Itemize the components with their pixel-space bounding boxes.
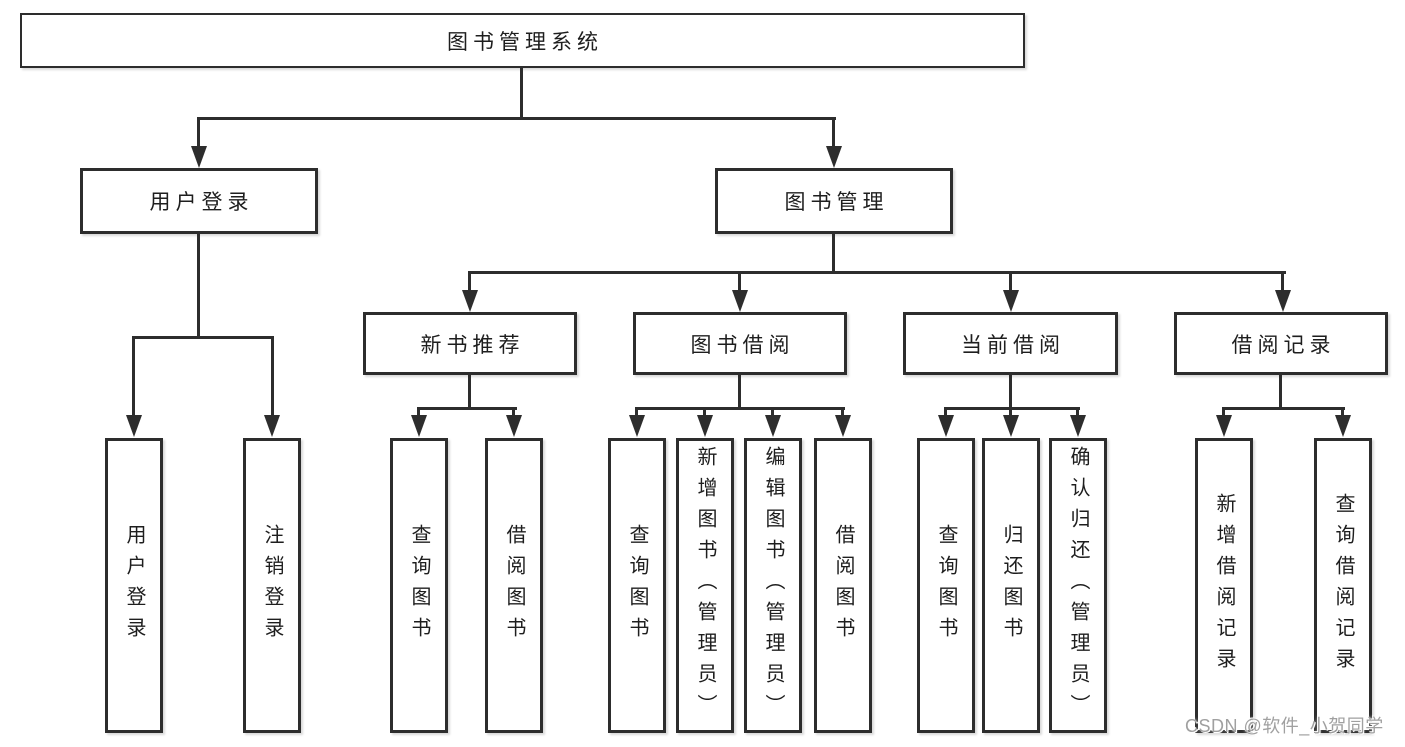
node-book-borrow-label: 图书借阅 xyxy=(690,333,795,357)
arrowhead-down-icon xyxy=(411,415,427,437)
node-leaf-query-books-1: 查询图书 xyxy=(390,438,448,733)
connector-vline xyxy=(271,336,274,417)
node-leaf-user-login-label: 用户登录 xyxy=(123,523,145,648)
arrowhead-down-icon xyxy=(629,415,645,437)
arrowhead-down-icon xyxy=(1335,415,1351,437)
connector-vline xyxy=(1279,375,1282,410)
connector-vline xyxy=(1281,271,1284,292)
arrowhead-down-icon xyxy=(1070,415,1086,437)
node-new-book-recommend: 新书推荐 xyxy=(363,312,577,375)
arrowhead-down-icon xyxy=(1216,415,1232,437)
connector-vline xyxy=(738,375,741,410)
arrowhead-down-icon xyxy=(1275,290,1291,312)
connector-vline xyxy=(417,407,420,419)
node-leaf-return-books: 归还图书 xyxy=(982,438,1040,733)
node-leaf-confirm-return-admin-label: 确认归还（管理员） xyxy=(1067,446,1089,725)
connector-vline xyxy=(520,68,523,119)
node-leaf-query-books-3: 查询图书 xyxy=(917,438,975,733)
node-root-label: 图书管理系统 xyxy=(447,30,603,54)
connector-hline xyxy=(417,407,517,410)
node-borrow-record: 借阅记录 xyxy=(1174,312,1388,375)
connector-hline xyxy=(132,336,274,339)
node-leaf-edit-books-admin-label: 编辑图书（管理员） xyxy=(762,446,784,725)
arrowhead-down-icon xyxy=(826,146,842,168)
connector-hline xyxy=(944,407,1080,410)
connector-vline xyxy=(703,407,706,419)
connector-hline xyxy=(468,271,1286,274)
connector-vline xyxy=(832,117,835,148)
node-leaf-user-login: 用户登录 xyxy=(105,438,163,733)
connector-vline xyxy=(1009,407,1012,419)
connector-vline xyxy=(635,407,638,419)
arrowhead-down-icon xyxy=(126,415,142,437)
node-leaf-query-books-2: 查询图书 xyxy=(608,438,666,733)
arrowhead-down-icon xyxy=(1003,290,1019,312)
node-leaf-query-books-1-label: 查询图书 xyxy=(408,523,430,648)
arrowhead-down-icon xyxy=(697,415,713,437)
node-book-management-label: 图书管理 xyxy=(784,191,889,214)
node-user-login-label: 用户登录 xyxy=(149,191,254,214)
connector-vline xyxy=(512,407,515,419)
connector-vline xyxy=(468,375,471,410)
arrowhead-down-icon xyxy=(506,415,522,437)
node-leaf-add-borrow-record-label: 新增借阅记录 xyxy=(1213,492,1235,679)
node-current-borrow: 当前借阅 xyxy=(903,312,1118,375)
arrowhead-down-icon xyxy=(191,146,207,168)
node-leaf-query-books-2-label: 查询图书 xyxy=(626,523,648,648)
node-leaf-borrow-books-1-label: 借阅图书 xyxy=(503,523,525,648)
node-new-book-recommend-label: 新书推荐 xyxy=(420,333,525,357)
connector-vline xyxy=(197,234,200,339)
connector-vline xyxy=(1009,375,1012,410)
arrowhead-down-icon xyxy=(765,415,781,437)
node-leaf-confirm-return-admin: 确认归还（管理员） xyxy=(1049,438,1107,733)
node-leaf-logout: 注销登录 xyxy=(243,438,301,733)
connector-vline xyxy=(841,407,844,419)
node-root: 图书管理系统 xyxy=(20,13,1025,68)
connector-vline xyxy=(1076,407,1079,419)
arrowhead-down-icon xyxy=(732,290,748,312)
node-leaf-logout-label: 注销登录 xyxy=(261,523,283,648)
arrowhead-down-icon xyxy=(938,415,954,437)
node-leaf-query-borrow-record-label: 查询借阅记录 xyxy=(1332,492,1354,679)
node-leaf-return-books-label: 归还图书 xyxy=(1000,523,1022,648)
connector-hline xyxy=(1222,407,1345,410)
node-book-borrow: 图书借阅 xyxy=(633,312,847,375)
connector-vline xyxy=(738,271,741,292)
node-leaf-add-books-admin-label: 新增图书（管理员） xyxy=(694,446,716,725)
node-leaf-add-books-admin: 新增图书（管理员） xyxy=(676,438,734,733)
arrowhead-down-icon xyxy=(462,290,478,312)
node-leaf-borrow-books-1: 借阅图书 xyxy=(485,438,543,733)
node-leaf-borrow-books-2: 借阅图书 xyxy=(814,438,872,733)
node-leaf-edit-books-admin: 编辑图书（管理员） xyxy=(744,438,802,733)
connector-vline xyxy=(771,407,774,419)
node-current-borrow-label: 当前借阅 xyxy=(961,333,1065,357)
node-leaf-borrow-books-2-label: 借阅图书 xyxy=(832,523,854,648)
node-leaf-query-borrow-record: 查询借阅记录 xyxy=(1314,438,1372,733)
connector-vline xyxy=(944,407,947,419)
connector-vline xyxy=(197,117,200,148)
node-leaf-add-borrow-record: 新增借阅记录 xyxy=(1195,438,1253,733)
arrowhead-down-icon xyxy=(264,415,280,437)
connector-hline xyxy=(198,117,836,120)
node-leaf-query-books-3-label: 查询图书 xyxy=(935,523,957,648)
connector-vline xyxy=(132,336,135,417)
connector-vline xyxy=(1222,407,1225,419)
connector-vline xyxy=(1009,271,1012,292)
arrowhead-down-icon xyxy=(835,415,851,437)
node-borrow-record-label: 借阅记录 xyxy=(1231,333,1336,357)
connector-vline xyxy=(1341,407,1344,419)
connector-vline xyxy=(832,234,835,274)
connector-hline xyxy=(635,407,845,410)
node-book-management: 图书管理 xyxy=(715,168,953,234)
connector-vline xyxy=(468,271,471,292)
arrowhead-down-icon xyxy=(1003,415,1019,437)
node-user-login: 用户登录 xyxy=(80,168,318,234)
csdn-watermark: CSDN @软件_小贺同学 xyxy=(1185,716,1384,736)
